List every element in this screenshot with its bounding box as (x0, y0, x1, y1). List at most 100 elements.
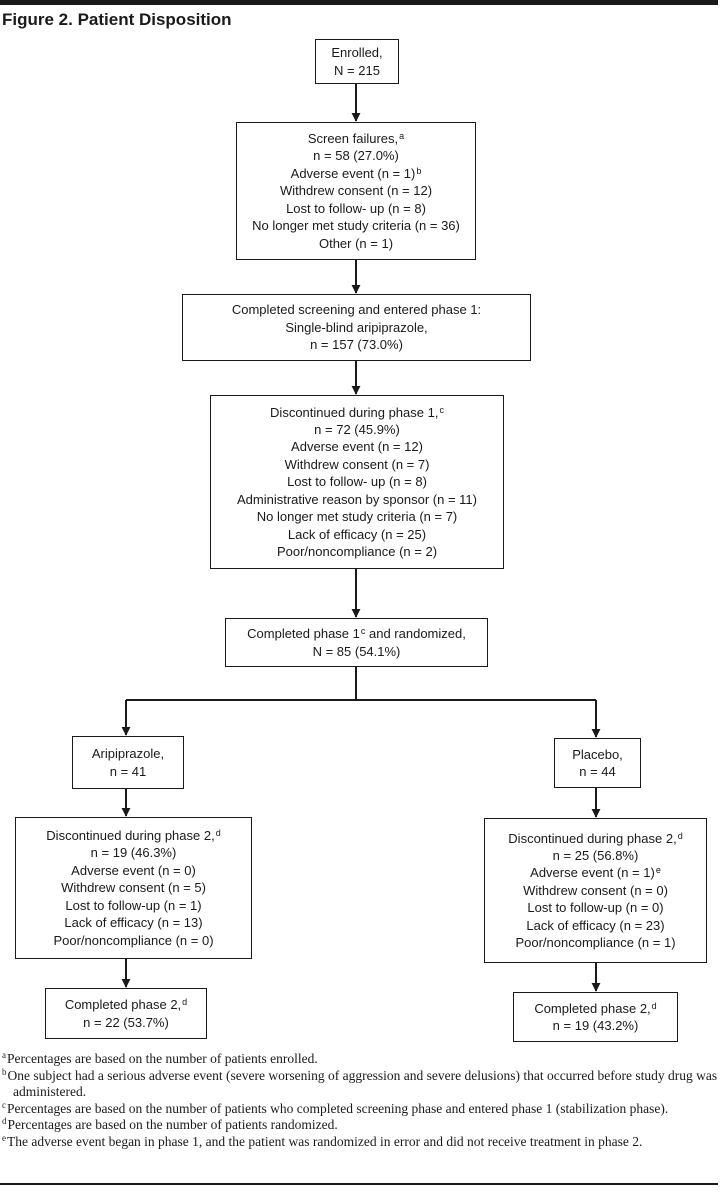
box-line: n = 44 (579, 763, 616, 780)
box-aripiprazole: Aripiprazole,n = 41 (72, 736, 184, 789)
footnote-marker: d (677, 830, 683, 841)
footnote-text: Percentages are based on the number of p… (7, 1051, 318, 1066)
box-line-text: Adverse event (n = 1) (290, 165, 416, 181)
box-line: Withdrew consent (n = 7) (285, 456, 430, 473)
box-line-text: n = 22 (53.7%) (83, 1014, 169, 1030)
footnote-marker: b (416, 165, 422, 176)
box-line-text: Screen failures, (307, 131, 399, 147)
footnotes: aPercentages are based on the number of … (2, 1051, 718, 1150)
box-line-text: Lost to follow- up (n = 8) (286, 200, 426, 216)
box-line: Lack of efficacy (n = 13) (64, 914, 202, 931)
box-line: Poor/noncompliance (n = 2) (277, 543, 437, 560)
box-line-text: N = 215 (334, 62, 380, 78)
box-line-text: Lost to follow-up (n = 1) (65, 897, 202, 913)
box-line-text: Completed phase 1 (247, 626, 360, 642)
footnote-marker: d (182, 997, 188, 1008)
box-line-text: Completed phase 2, (64, 997, 182, 1013)
box-line: Screen failures,a (308, 130, 404, 147)
footnote-marker: a (399, 131, 405, 142)
footnote-text: The adverse event began in phase 1, and … (7, 1133, 643, 1149)
box-line-text: Placebo, (572, 746, 623, 762)
box-line-text: Withdrew consent (n = 0) (523, 882, 668, 898)
box-line-text: Lack of efficacy (n = 13) (64, 915, 203, 931)
box-line-text: N = 85 (54.1%) (312, 643, 401, 659)
box-line: Lack of efficacy (n = 23) (526, 917, 664, 934)
top-rule (0, 0, 718, 5)
box-line-text: Poor/noncompliance (n = 0) (53, 932, 214, 948)
box-line: n = 19 (46.3%) (91, 844, 177, 861)
footnote-mark: e (2, 1132, 6, 1143)
footnote-marker: c (439, 404, 444, 415)
box-line: n = 19 (43.2%) (553, 1017, 639, 1034)
box-line-text: n = 41 (109, 763, 147, 779)
box-line: n = 157 (73.0%) (310, 336, 403, 353)
box-line: n = 25 (56.8%) (553, 847, 639, 864)
footnote-marker: e (655, 865, 661, 876)
box-phase1-entry: Completed screening and entered phase 1:… (182, 294, 531, 361)
box-line-text: n = 44 (579, 764, 616, 779)
box-line: Discontinued during phase 2,d (508, 830, 682, 847)
footnote-mark: b (2, 1066, 7, 1077)
box-line-text: n = 58 (27.0%) (313, 148, 399, 164)
box-line: Withdrew consent (n = 12) (280, 182, 432, 199)
box-line-text: Single-blind aripiprazole, (285, 319, 428, 335)
footnote: bOne subject had a serious adverse event… (2, 1066, 718, 1101)
box-line: Administrative reason by sponsor (n = 11… (237, 491, 477, 508)
footnote: cPercentages are based on the number of … (2, 1099, 718, 1118)
footnote-marker: c (360, 626, 366, 637)
box-line: Adverse event (n = 0) (71, 862, 196, 879)
box-line-text: Completed phase 2, (534, 1000, 651, 1016)
box-line: Withdrew consent (n = 5) (61, 879, 206, 896)
box-line-text: Discontinued during phase 2, (508, 830, 677, 846)
box-line: Completed phase 2,d (65, 996, 187, 1013)
box-line: Completed phase 2,d (534, 1000, 656, 1017)
box-line: Enrolled, (331, 44, 382, 61)
box-line-text: n = 157 (73.0%) (310, 337, 403, 353)
footnote: aPercentages are based on the number of … (2, 1051, 718, 1068)
footnote-text: Percentages are based on the number of p… (7, 1117, 338, 1132)
box-line-text: Aripiprazole, (91, 746, 165, 762)
footnote-mark: d (2, 1116, 7, 1126)
footnote-text: One subject had a serious adverse event … (7, 1067, 718, 1100)
footnote-mark: c (2, 1099, 6, 1110)
box-line-text: Adverse event (n = 12) (291, 439, 423, 455)
box-line-text: Discontinued during phase 1, (270, 404, 439, 420)
box-line: n = 58 (27.0%) (313, 147, 399, 164)
box-line: No longer met study criteria (n = 7) (257, 508, 458, 525)
box-line: n = 72 (45.9%) (314, 421, 400, 438)
box-line-text: Withdrew consent (n = 12) (279, 183, 433, 199)
box-line: N = 85 (54.1%) (313, 643, 401, 660)
box-line-text: Lack of efficacy (n = 23) (526, 917, 665, 933)
box-phase1-discontinued: Discontinued during phase 1,c n = 72 (45.… (210, 395, 504, 569)
box-line-text: Adverse event (n = 1) (530, 865, 655, 881)
box-line-text: Administrative reason by sponsor (n = 11… (236, 491, 477, 507)
footnote-marker: d (651, 1000, 657, 1011)
box-line: No longer met study criteria (n = 36) (252, 217, 460, 234)
box-line-text: Withdrew consent (n = 5) (61, 880, 206, 896)
box-line-text: Lost to follow- up (n = 8) (287, 474, 427, 490)
box-line-text: Enrolled, (331, 45, 383, 61)
box-line-text: Completed screening and entered phase 1: (231, 302, 482, 318)
box-line-text: Poor/noncompliance (n = 2) (276, 543, 438, 559)
box-line: Lack of efficacy (n = 25) (288, 526, 426, 543)
box-line-text: Adverse event (n = 0) (71, 862, 196, 878)
box-line: Placebo, (572, 746, 623, 763)
box-line: Discontinued during phase 2,d (46, 827, 220, 844)
box-line-text: Lost to follow-up (n = 0) (527, 900, 664, 916)
footnote-marker: d (215, 828, 221, 839)
footnote-text: Percentages are based on the number of p… (7, 1100, 669, 1116)
box-line-text: Poor/noncompliance (n = 1) (515, 935, 676, 951)
box-enrolled: Enrolled,N = 215 (315, 39, 399, 84)
box-line: Completed phase 1c and randomized, (247, 625, 466, 642)
box-line: Adverse event (n = 1)e (530, 864, 661, 881)
figure-title: Figure 2. Patient Disposition (2, 10, 232, 29)
box-line: Poor/noncompliance (n = 1) (515, 934, 675, 951)
box-line-text: and randomized, (365, 626, 466, 642)
box-line: Poor/noncompliance (n = 0) (53, 932, 213, 949)
bottom-rule (0, 1183, 718, 1185)
footnote: eThe adverse event began in phase 1, and… (2, 1132, 718, 1151)
